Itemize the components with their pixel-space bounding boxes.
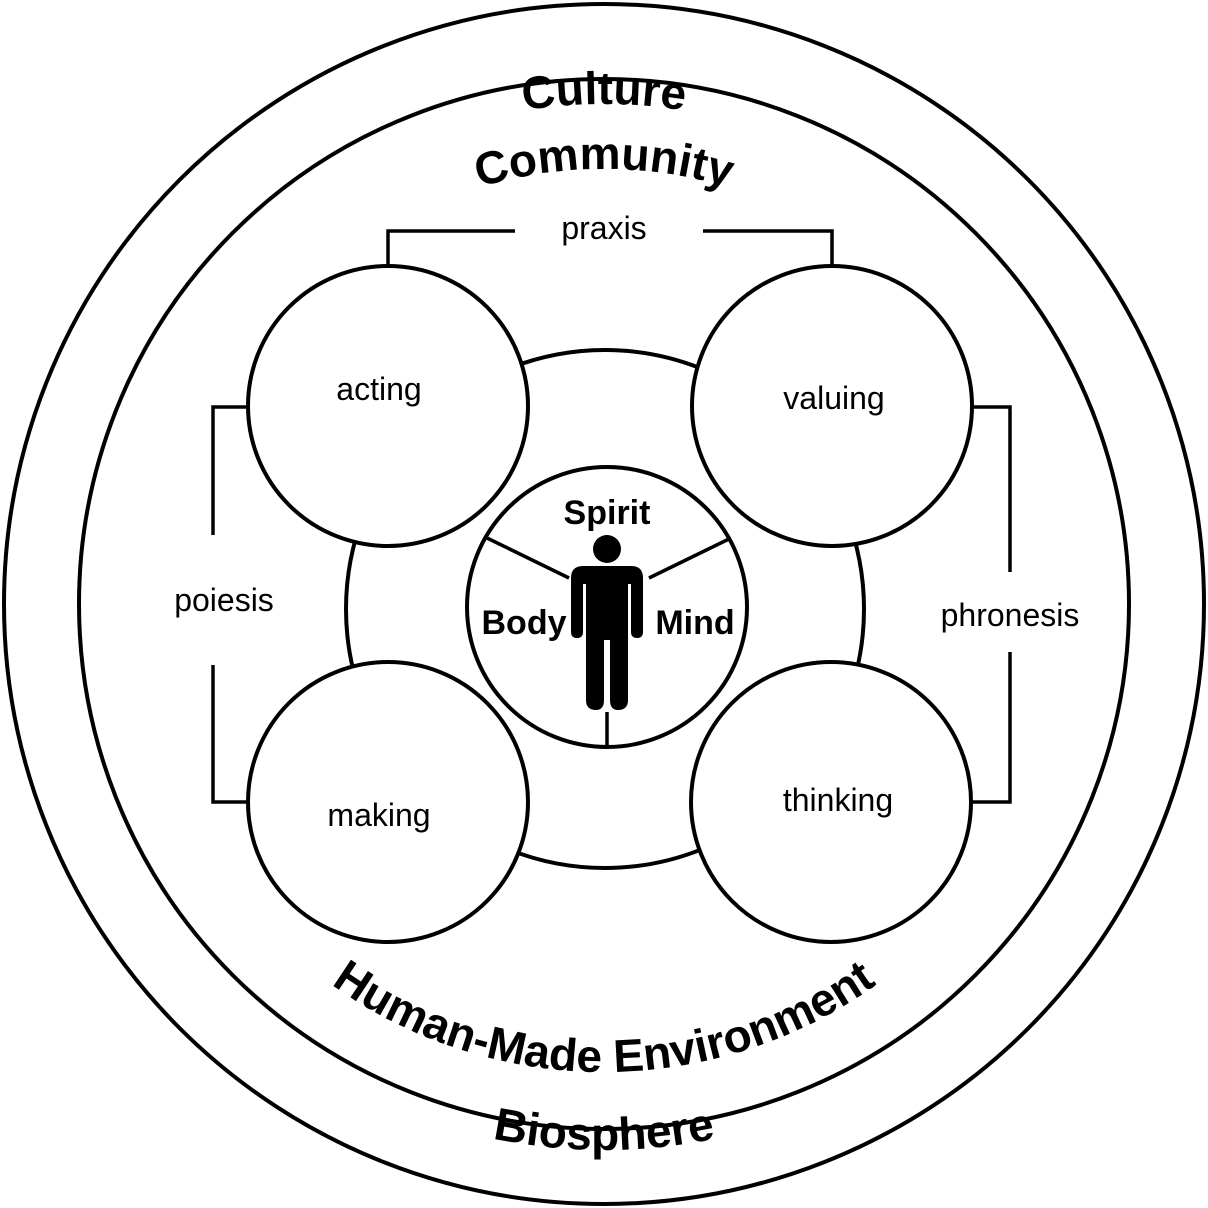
valuing-circle xyxy=(690,264,974,548)
acting-circle xyxy=(246,264,530,548)
spirit-mind-divider xyxy=(648,536,732,580)
community-label: Community xyxy=(469,127,740,197)
mind-label: Mind xyxy=(655,604,734,642)
making-label: making xyxy=(327,797,430,833)
biosphere-label: Biosphere xyxy=(491,1097,718,1160)
activity-ring xyxy=(344,348,866,870)
body-label: Body xyxy=(482,604,567,642)
making-circle xyxy=(246,660,530,944)
poiesis-label: poiesis xyxy=(174,582,274,618)
spirit-body-divider xyxy=(486,536,570,580)
praxis-label: praxis xyxy=(561,210,646,246)
culture-label: Culture xyxy=(518,62,689,120)
spirit-label: Spirit xyxy=(564,494,651,532)
community-ring xyxy=(77,77,1131,1131)
acting-label: acting xyxy=(336,371,421,407)
praxis-bracket xyxy=(386,229,834,266)
person-icon xyxy=(571,535,643,710)
thinking-circle xyxy=(689,660,973,944)
thinking-label: thinking xyxy=(783,782,893,818)
phronesis-label: phronesis xyxy=(941,597,1080,633)
human-made-environment-label: Human-Made Environment xyxy=(325,949,882,1082)
valuing-label: valuing xyxy=(783,380,884,416)
